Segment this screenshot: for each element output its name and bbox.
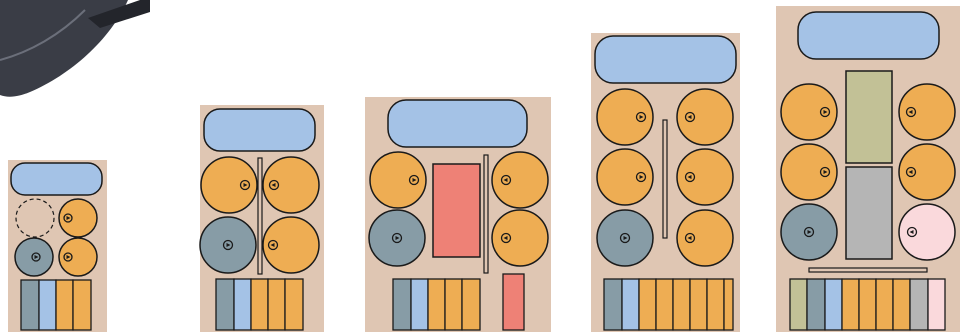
strip-orange xyxy=(859,279,876,330)
strip-orange xyxy=(462,279,480,330)
panel-4 xyxy=(591,33,740,332)
horizontal-rail xyxy=(809,268,927,272)
strip-gray-blue xyxy=(393,279,411,330)
orange-circle xyxy=(492,210,548,266)
header-bar xyxy=(388,100,527,147)
panel-5 xyxy=(776,6,960,332)
olive-block xyxy=(846,71,892,163)
strip-blue xyxy=(825,279,842,330)
strip-orange xyxy=(656,279,673,330)
strip-gray-blue xyxy=(604,279,622,330)
header-bar xyxy=(204,109,315,151)
header-bar xyxy=(798,12,939,59)
strip-blue xyxy=(39,280,56,330)
strip-orange xyxy=(673,279,690,330)
strip-gray-blue xyxy=(21,280,39,330)
divider-rail xyxy=(258,158,262,274)
orange-circle xyxy=(263,157,319,213)
orange-circle xyxy=(597,149,653,205)
strip-blue xyxy=(411,279,428,330)
orange-circle xyxy=(59,238,97,276)
strip-blue xyxy=(234,279,251,330)
strip-orange xyxy=(893,279,910,330)
divider-rail xyxy=(484,155,488,273)
orange-circle xyxy=(201,157,257,213)
header-bar xyxy=(595,36,736,83)
strip-olive xyxy=(790,279,807,330)
device-corner-graphic xyxy=(0,0,150,97)
strip-orange xyxy=(690,279,707,330)
orange-circle xyxy=(781,144,837,200)
panel-3 xyxy=(365,97,551,332)
orange-circle xyxy=(899,84,955,140)
orange-circle xyxy=(899,144,955,200)
strip-gray xyxy=(910,279,928,330)
strip-orange xyxy=(724,279,733,330)
strip-orange xyxy=(639,279,656,330)
strip-orange xyxy=(445,279,462,330)
strip-orange xyxy=(251,279,268,330)
strip-orange xyxy=(842,279,859,330)
orange-circle xyxy=(59,199,97,237)
strip-pink xyxy=(928,279,945,330)
panel-1 xyxy=(8,160,107,332)
strip-orange xyxy=(876,279,893,330)
strip-orange xyxy=(428,279,445,330)
strip-gray-blue xyxy=(807,279,825,330)
gray-block xyxy=(846,167,892,259)
header-bar xyxy=(11,163,102,195)
strip-blue xyxy=(622,279,639,330)
strip-orange xyxy=(285,279,303,330)
strip-orange xyxy=(707,279,724,330)
orange-circle xyxy=(492,152,548,208)
divider-rail xyxy=(663,120,667,238)
strip-red xyxy=(503,274,524,330)
strip-orange xyxy=(268,279,285,330)
gray-circle xyxy=(15,238,53,276)
strip-orange xyxy=(73,280,91,330)
orange-circle xyxy=(370,152,426,208)
orange-circle xyxy=(597,89,653,145)
orange-circle xyxy=(781,84,837,140)
strip-gray-blue xyxy=(216,279,234,330)
panel-2 xyxy=(200,105,324,332)
strip-orange xyxy=(56,280,73,330)
red-block xyxy=(433,164,480,257)
